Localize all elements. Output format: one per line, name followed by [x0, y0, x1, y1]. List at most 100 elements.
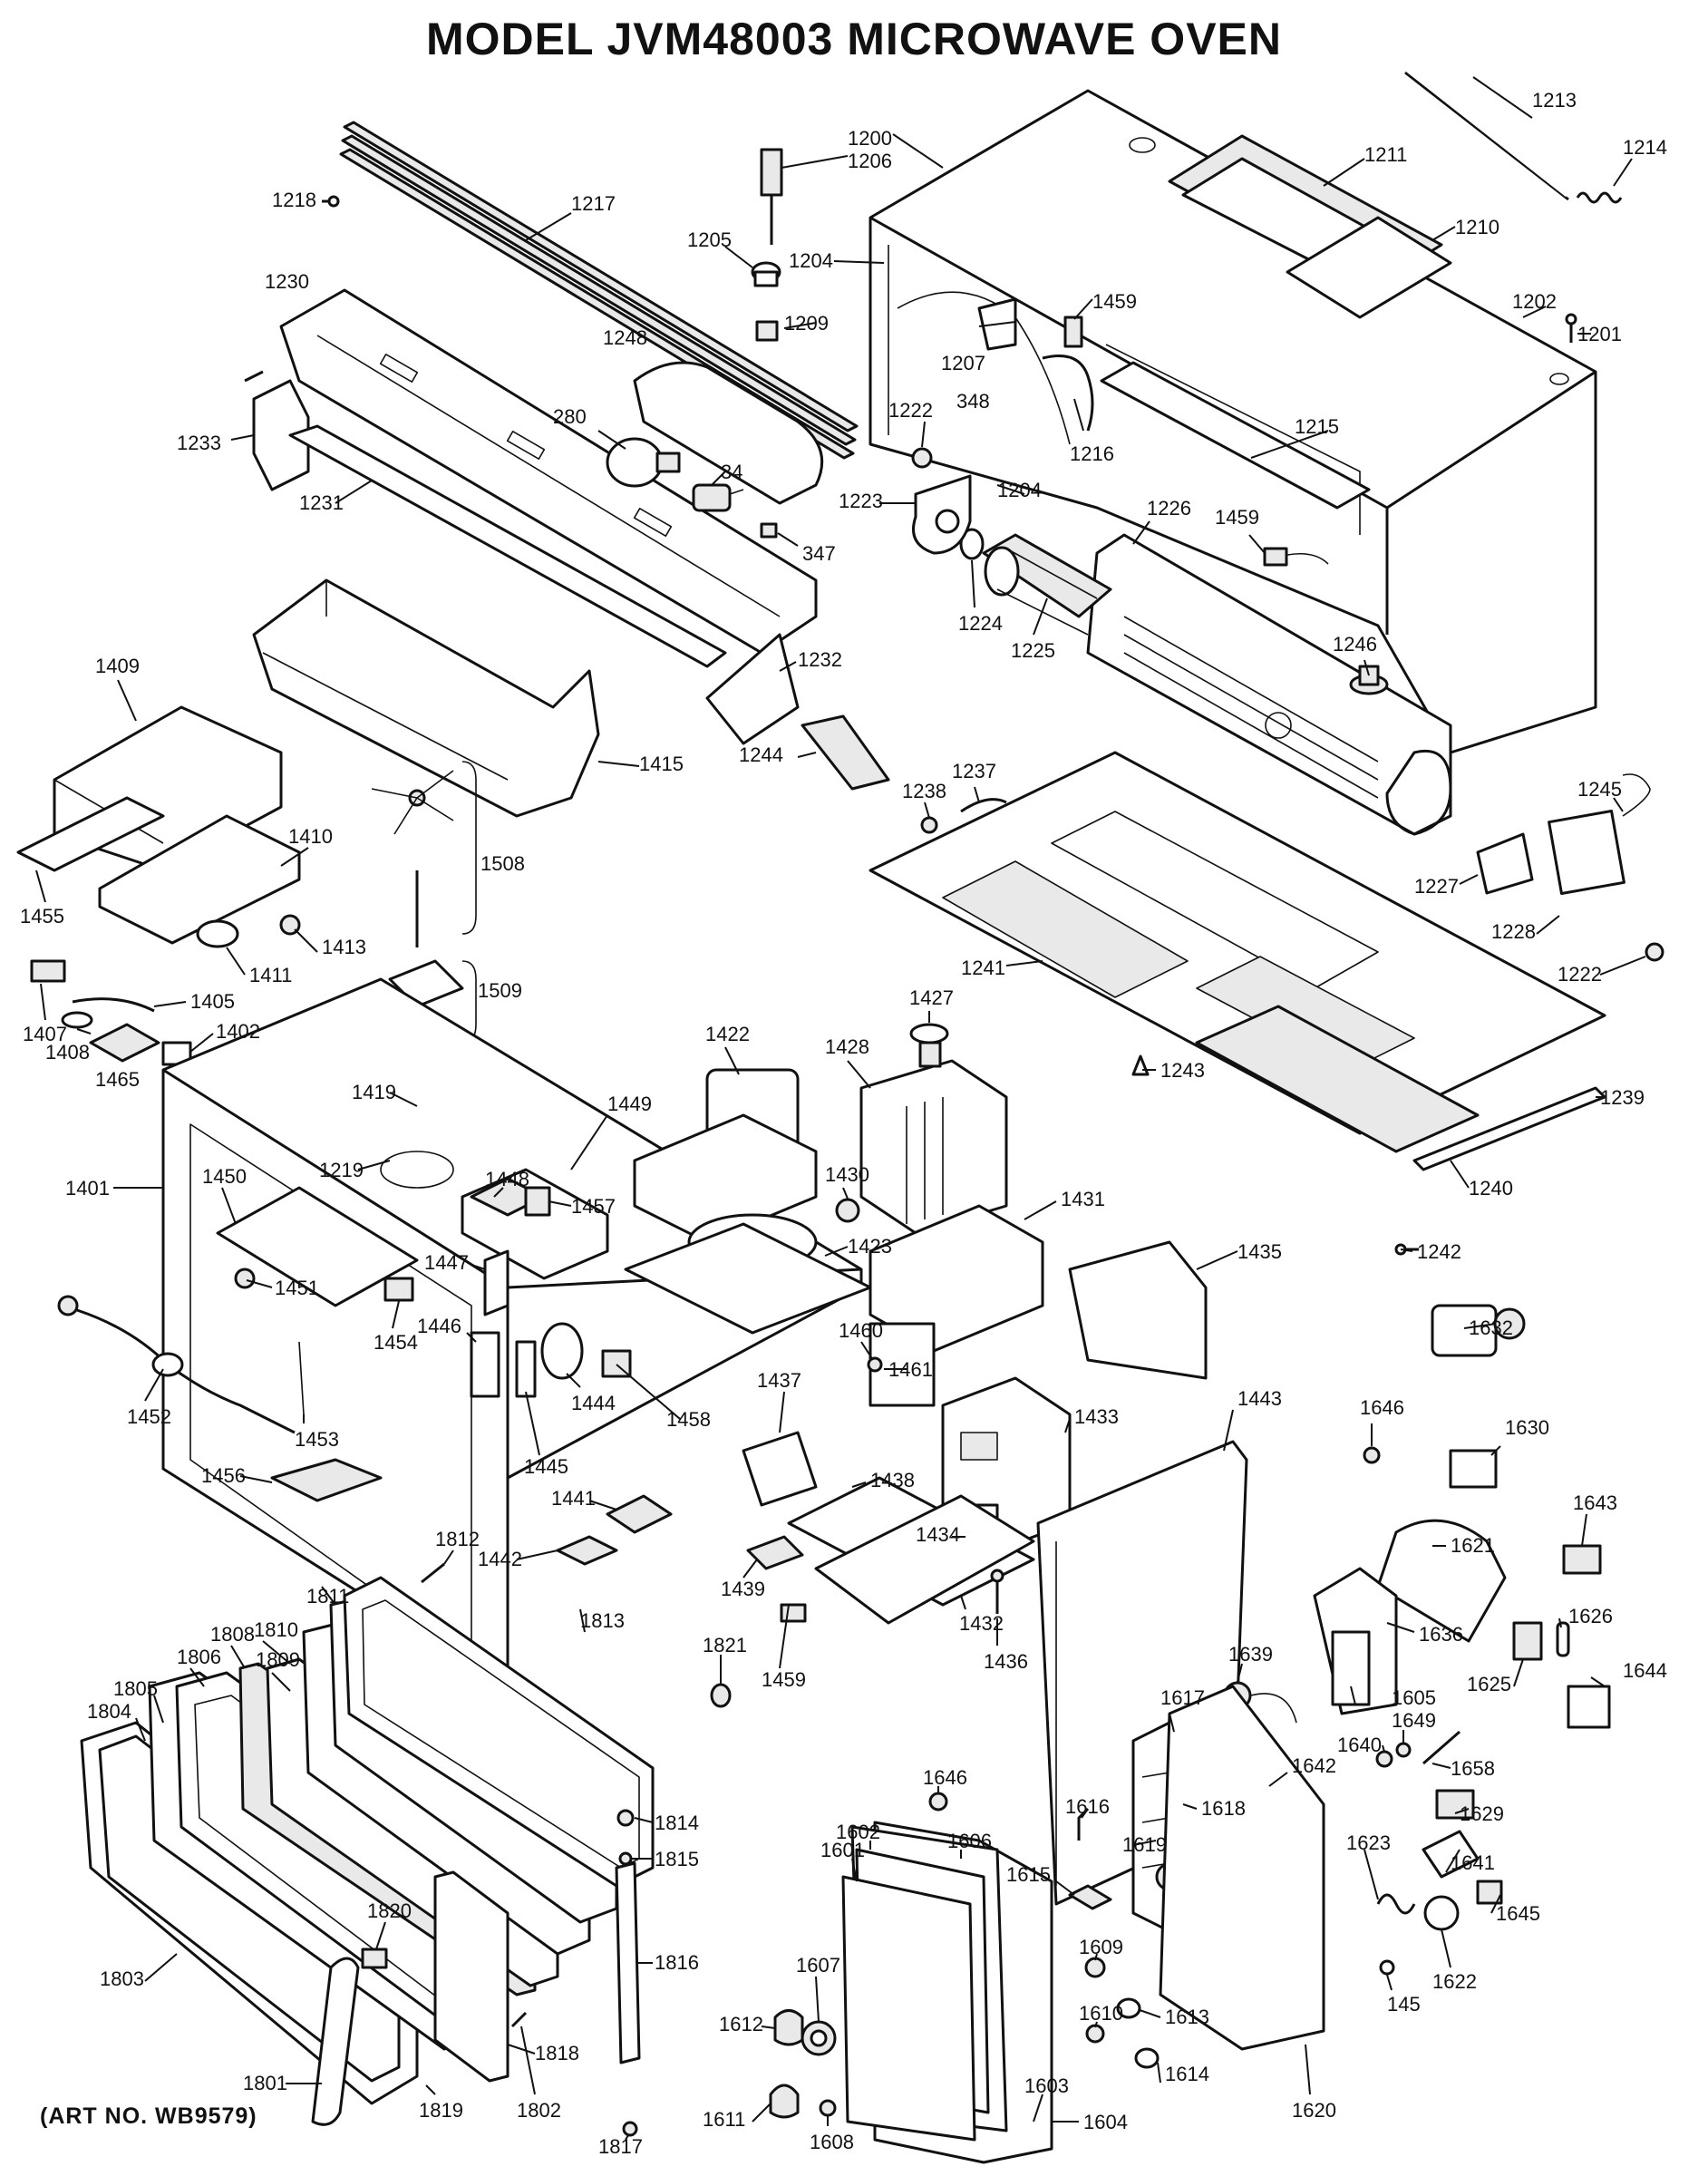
part-label: 1402: [216, 1020, 260, 1043]
part-label: 1437: [757, 1369, 801, 1392]
part-label: 1611: [703, 2108, 745, 2131]
part-label: 1622: [1432, 1970, 1477, 1993]
fan-housing-1226: [1086, 533, 1452, 836]
part-label: 1422: [705, 1023, 750, 1045]
grommet-1222-top: [911, 447, 933, 469]
bracket-1227: [1476, 832, 1534, 895]
part-label: 1610: [1079, 2002, 1123, 2025]
art-number: (ART NO. WB9579): [40, 2103, 257, 2129]
switch-1643: [1562, 1544, 1602, 1575]
part-label: 1641: [1451, 1851, 1495, 1874]
part-label: 1410: [288, 825, 333, 848]
screw-1812: [421, 1562, 445, 1584]
part-label: 1614: [1165, 2063, 1209, 2085]
pad-1820: [361, 1948, 388, 1969]
screw-1243: [1131, 1054, 1150, 1076]
part-label: 1819: [419, 2099, 463, 2122]
part-label: 1640: [1337, 1734, 1382, 1756]
screw-1242: [1394, 1243, 1419, 1256]
part-label: 1809: [256, 1648, 300, 1671]
part-label: 1443: [1237, 1387, 1282, 1410]
part-label: 1451: [275, 1277, 319, 1299]
part-label: 1649: [1392, 1709, 1436, 1732]
clip-1238: [920, 816, 938, 834]
part-label: 1609: [1079, 1936, 1123, 1958]
base-1432: [814, 1494, 1035, 1625]
probe-1658: [1422, 1730, 1461, 1765]
part-label: 1209: [784, 312, 829, 335]
part-label: 1630: [1505, 1416, 1549, 1439]
switch-1206: [760, 148, 783, 245]
part-label: 1232: [798, 648, 842, 671]
part-label: 1459: [1215, 506, 1259, 529]
part-label: 1248: [603, 326, 647, 349]
part-label: 1457: [571, 1195, 616, 1218]
part-label: 1646: [923, 1766, 967, 1789]
switch-1458: [601, 1349, 632, 1378]
part-label: 1625: [1467, 1673, 1511, 1695]
grommet-1222-bottom: [1645, 942, 1664, 962]
part-label: 1658: [1451, 1757, 1495, 1780]
part-label: 1432: [959, 1612, 1004, 1635]
cable-1216: [1042, 355, 1094, 432]
part-label: 1207: [941, 352, 985, 374]
part-label: 1222: [888, 399, 933, 422]
part-label: 1817: [598, 2135, 643, 2158]
clip-1439: [746, 1535, 804, 1570]
part-label: 1222: [1558, 963, 1602, 986]
panel-1642: [1159, 1685, 1325, 2051]
part-label: 1801: [243, 2072, 287, 2094]
part-label: 1226: [1147, 497, 1191, 520]
leader-lines: [35, 76, 1646, 2141]
hinge-1407: [30, 959, 66, 983]
part-label: 1445: [524, 1455, 568, 1478]
bracket-1621: [1376, 1519, 1507, 1643]
part-label: 1415: [639, 753, 684, 775]
part-label: 1228: [1491, 920, 1536, 943]
part-label: 1442: [478, 1548, 522, 1570]
part-label: 1447: [424, 1251, 469, 1274]
part-labels: 1213 1214 1200 1206 1211 1218 1217 1205 …: [20, 89, 1667, 2158]
part-label: 1241: [961, 957, 1005, 979]
duct-1435: [1068, 1240, 1208, 1380]
washer-145: [1379, 1959, 1395, 1976]
part-label: 1205: [687, 228, 732, 251]
socket-34: [692, 483, 744, 512]
part-label: 1450: [202, 1165, 247, 1188]
block-1465: [89, 1023, 160, 1063]
part-label: 1408: [45, 1041, 90, 1064]
part-label: 1815: [655, 1848, 699, 1870]
part-label: 1225: [1011, 639, 1055, 662]
part-label: 1813: [580, 1609, 625, 1632]
part-label: 1439: [721, 1578, 765, 1600]
part-label: 1456: [201, 1464, 246, 1487]
part-label: 1607: [796, 1954, 840, 1977]
screw-1201: [1565, 313, 1577, 343]
grommet-1646-bottom: [928, 1792, 948, 1812]
part-label: 1616: [1065, 1795, 1110, 1818]
connector-1459-mid: [1263, 547, 1329, 567]
duct-1415: [252, 578, 600, 818]
switch-1457: [524, 1186, 551, 1217]
part-label: 1210: [1455, 216, 1499, 238]
gasket-1427: [909, 1023, 949, 1044]
part-label: 1604: [1083, 2111, 1128, 2133]
part-label: 1431: [1061, 1188, 1105, 1210]
part-label: 1452: [127, 1405, 171, 1428]
part-label: 1427: [909, 986, 954, 1009]
plate-1818: [433, 1870, 509, 2083]
lens-1615: [1068, 1884, 1112, 1910]
part-label: 1218: [272, 189, 316, 211]
part-label: 1644: [1623, 1659, 1667, 1682]
bracket-1223: [912, 474, 972, 555]
part-label: 1434: [916, 1523, 960, 1546]
lamp-1411: [196, 919, 239, 948]
part-label: 1612: [719, 2013, 763, 2035]
bracket-1445: [515, 1340, 537, 1398]
part-label: 1814: [655, 1812, 699, 1834]
part-label: 1509: [478, 979, 522, 1002]
part-label: 1629: [1460, 1802, 1504, 1825]
part-label: 1821: [703, 1634, 747, 1656]
switch-1630: [1449, 1449, 1498, 1489]
washer-1408: [61, 1011, 93, 1029]
